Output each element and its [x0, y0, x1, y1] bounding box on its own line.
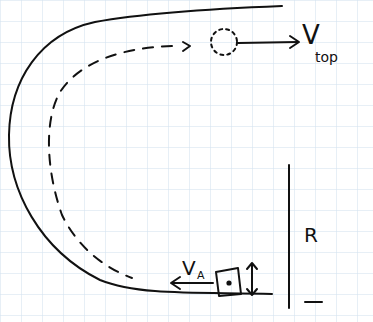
velocity-subscript: top — [315, 50, 338, 64]
velocity-symbol: V — [302, 22, 320, 48]
velocity-subscript: A — [197, 270, 205, 281]
radius-label: R — [304, 225, 318, 245]
velocity-symbol: V — [182, 258, 196, 278]
